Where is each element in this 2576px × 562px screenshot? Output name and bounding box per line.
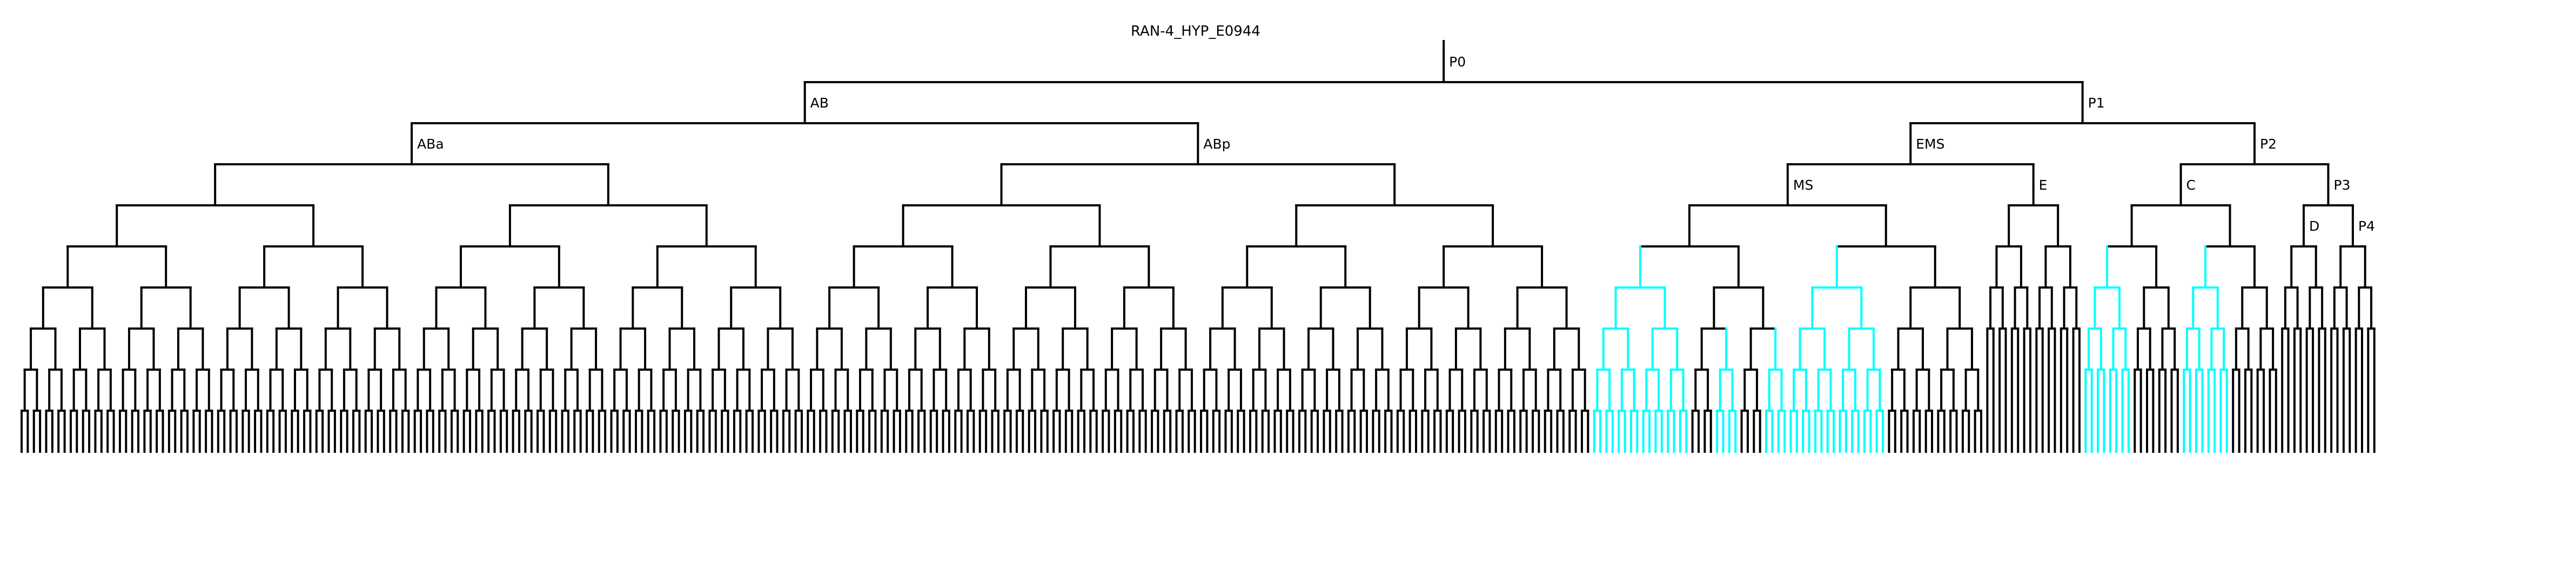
node-label-P3: P3: [2333, 177, 2350, 193]
node-label-ABa: ABa: [417, 136, 444, 152]
chart-title: RAN-4_HYP_E0944: [1131, 23, 1260, 39]
node-label-P1: P1: [2088, 95, 2105, 111]
node-label-MS: MS: [1793, 177, 1813, 193]
node-labels: ABa ABp AB MS E EMS C D P4 P3 P2 P1 P0: [417, 54, 2375, 234]
branches: [21, 40, 2376, 453]
node-label-P4: P4: [2358, 218, 2375, 234]
node-label-P2: P2: [2260, 136, 2277, 152]
node-label-E: E: [2039, 177, 2048, 193]
node-label-AB: AB: [810, 95, 829, 111]
node-label-P0: P0: [1449, 54, 1466, 70]
node-label-D: D: [2309, 218, 2319, 234]
node-label-C: C: [2186, 177, 2196, 193]
node-label-ABp: ABp: [1203, 136, 1230, 152]
node-label-EMS: EMS: [1916, 136, 1944, 152]
